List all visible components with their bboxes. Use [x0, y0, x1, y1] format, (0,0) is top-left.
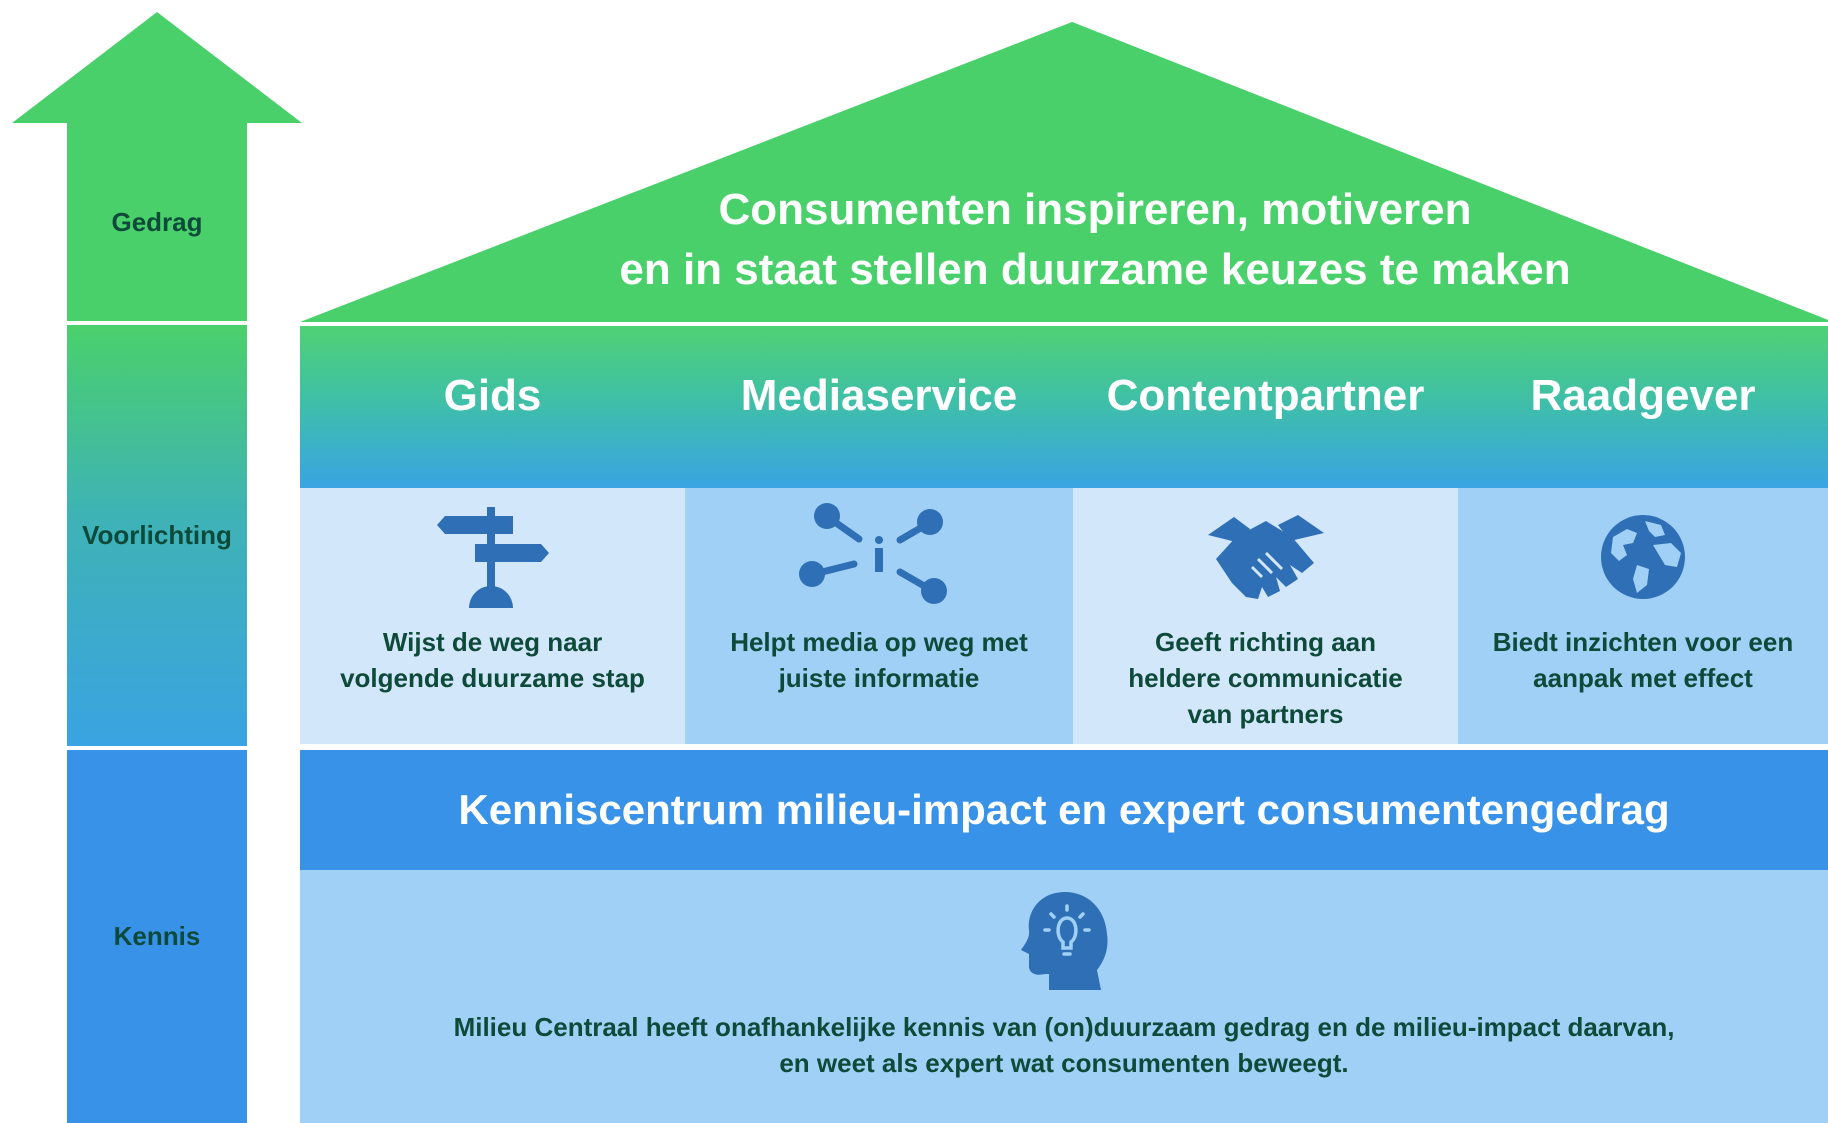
roles-header-band: Gids Mediaservice Contentpartner Raadgev… [300, 326, 1828, 488]
role-title-contentpartner: Contentpartner [1106, 371, 1425, 420]
globe-icon [1593, 502, 1693, 612]
mission-statement: Consumenten inspireren, motiveren en in … [560, 180, 1630, 300]
level-label: Kennis [113, 921, 201, 951]
role-desc-line: Biedt inzichten voor een [1492, 627, 1794, 657]
info-network-icon [794, 502, 964, 612]
role-title-gids: Gids [443, 371, 542, 420]
role-card-raadgever: Biedt inzichten voor een aanpak met effe… [1458, 488, 1828, 744]
role-title-raadgever: Raadgever [1530, 371, 1756, 420]
arrow-level-gedrag: Gedrag [67, 123, 247, 321]
knowledge-band: Kenniscentrum milieu-impact en expert co… [300, 750, 1828, 870]
role-desc-line: volgende duurzame stap [340, 663, 645, 693]
role-desc-line: heldere communicatie [1128, 663, 1403, 693]
role-card-mediaservice: Helpt media op weg met juiste informatie [685, 488, 1073, 744]
house-roof [300, 22, 1828, 322]
role-desc-line: aanpak met effect [1533, 663, 1753, 693]
arrow-level-kennis: Kennis [67, 750, 247, 1123]
arrow-head [12, 12, 302, 123]
role-desc-line: Geeft richting aan [1154, 627, 1377, 657]
knowledge-description: Milieu Centraal heeft onafhankelijke ken… [454, 1009, 1675, 1081]
role-card-gids: Wijst de weg naar volgende duurzame stap [300, 488, 685, 744]
level-label: Gedrag [111, 206, 203, 237]
role-desc-line: juiste informatie [778, 663, 980, 693]
knowledge-desc-line: Milieu Centraal heeft onafhankelijke ken… [453, 1012, 1675, 1042]
role-desc-line: van partners [1187, 699, 1344, 729]
role-card-contentpartner: Geeft richting aan heldere communicatie … [1073, 488, 1458, 744]
knowledge-desc-line: en weet als expert wat consumenten bewee… [779, 1048, 1349, 1078]
role-title-mediaservice: Mediaservice [740, 371, 1018, 420]
knowledge-title: Kenniscentrum milieu-impact en expert co… [458, 786, 1670, 833]
mission-line-2: en in staat stellen duurzame keuzes te m… [619, 245, 1571, 294]
head-lightbulb-icon [1019, 888, 1109, 993]
role-desc-line: Helpt media op weg met [730, 627, 1028, 657]
signpost-icon [433, 502, 553, 612]
level-label: Voorlichting [82, 520, 232, 550]
arrow-level-voorlichting: Voorlichting [67, 325, 247, 746]
mission-line-1: Consumenten inspireren, motiveren [718, 185, 1472, 234]
knowledge-card: Milieu Centraal heeft onafhankelijke ken… [300, 870, 1828, 1123]
handshake-icon [1206, 502, 1326, 612]
role-desc-line: Wijst de weg naar [382, 627, 603, 657]
